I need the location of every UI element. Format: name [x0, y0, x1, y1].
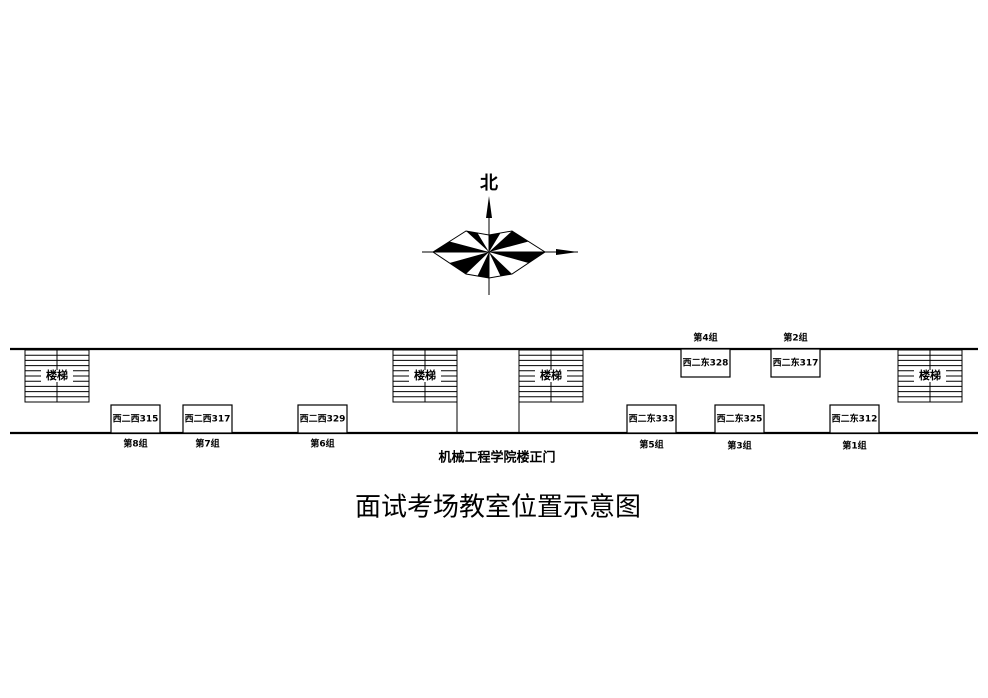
stair-label: 楼梯 [919, 368, 941, 382]
stair-label: 楼梯 [540, 368, 562, 382]
room-box [770, 348, 821, 378]
room-box [829, 404, 880, 434]
room-box [714, 404, 765, 434]
stair-label: 楼梯 [414, 368, 436, 382]
rooms-group: 西二西315第8组西二西317第7组西二西329第6组西二东333第5组西二东3… [110, 332, 880, 452]
stair-label-bg [535, 370, 567, 382]
stairwell: 楼梯 [24, 349, 90, 403]
compass-rose: 北 [422, 173, 578, 295]
group-label: 第7组 [195, 438, 219, 450]
group-label: 第3组 [727, 440, 751, 452]
stairwell: 楼梯 [518, 349, 584, 403]
stair-label-bg [914, 370, 946, 382]
exam-room: 西二东328 第4组 [680, 332, 731, 378]
room-name: 西二东317 [773, 357, 819, 369]
group-label: 第6组 [310, 438, 334, 450]
room-name: 西二东312 [832, 413, 878, 425]
group-label: 第4组 [693, 332, 717, 344]
room-box [680, 348, 731, 378]
stair-label: 楼梯 [46, 368, 68, 382]
diagram-title: 面试考场教室位置示意图 [355, 493, 641, 523]
north-arrow-icon [486, 196, 492, 218]
exam-room: 西二西317 第7组 [182, 404, 233, 450]
room-name: 西二东333 [629, 413, 675, 425]
exam-room: 西二西329 第6组 [297, 404, 348, 450]
group-label: 第2组 [783, 332, 807, 344]
group-label: 第5组 [639, 439, 663, 451]
exam-room: 西二东325 第3组 [714, 404, 765, 452]
north-label: 北 [480, 173, 498, 194]
stair-label-bg [41, 370, 73, 382]
exam-room: 西二西315 第8组 [110, 404, 161, 450]
room-name: 西二西317 [185, 414, 231, 425]
stairwell: 楼梯 [897, 349, 963, 403]
room-box [297, 404, 348, 434]
room-box [110, 404, 161, 434]
room-name: 西二东328 [683, 357, 729, 369]
exam-room: 西二东333 第5组 [626, 404, 677, 451]
main-entrance-label: 机械工程学院楼正门 [438, 450, 555, 466]
room-name: 西二西315 [113, 414, 159, 425]
exam-room: 西二东317 第2组 [770, 332, 821, 378]
room-box [626, 404, 677, 434]
stair-label-bg [409, 370, 441, 382]
room-box [182, 404, 233, 434]
group-label: 第1组 [842, 440, 866, 452]
room-name: 西二西329 [300, 414, 346, 425]
exam-room: 西二东312 第1组 [829, 404, 880, 452]
stairs-group: 楼梯 楼梯 楼梯 楼梯 [24, 349, 963, 403]
group-label: 第8组 [123, 438, 147, 450]
east-arrow-icon [556, 249, 578, 255]
compass-star-fill [433, 231, 545, 278]
stairwell: 楼梯 [392, 349, 458, 403]
room-name: 西二东325 [717, 413, 763, 425]
